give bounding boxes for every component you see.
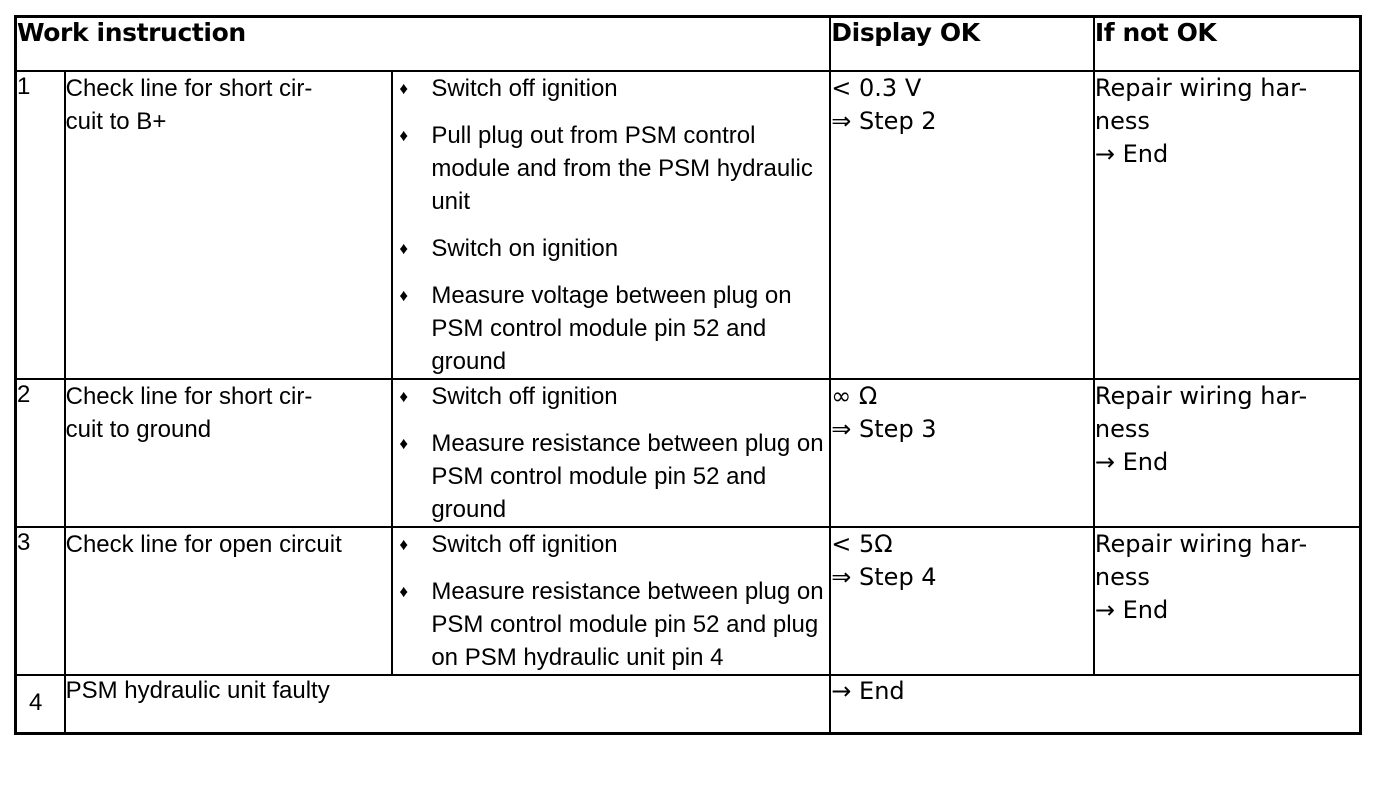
- table-row: 4 PSM hydraulic unit faulty → End: [15, 675, 1361, 734]
- action-text: Switch off ignition: [431, 531, 618, 558]
- table-row: 1 Check line for short cir- cuit to B+ ♦…: [15, 71, 1361, 380]
- step-actions: ♦ Switch off ignition ♦ Pull plug out fr…: [392, 71, 832, 380]
- list-item: ♦ Switch on ignition: [393, 232, 829, 279]
- diagnostic-procedure-table: Work instruction Display OK If not OK 1 …: [14, 15, 1362, 735]
- action-text: Measure resistance between plug on PSM c…: [431, 430, 824, 523]
- table-body: 1 Check line for short cir- cuit to B+ ♦…: [15, 71, 1361, 734]
- action-list: ♦ Switch off ignition ♦ Measure resistan…: [393, 380, 829, 526]
- diamond-bullet-icon: ♦: [399, 286, 409, 305]
- display-ok-value: < 5Ω ⇒ Step 4: [830, 527, 1095, 676]
- step-instruction: Check line for short cir- cuit to B+: [64, 71, 394, 380]
- table-header: Work instruction Display OK If not OK: [15, 16, 1361, 72]
- diamond-bullet-icon: ♦: [399, 79, 409, 98]
- list-item: ♦ Switch off ignition: [393, 528, 829, 575]
- header-display-ok: Display OK: [830, 16, 1095, 72]
- diamond-bullet-icon: ♦: [399, 434, 409, 453]
- step-instruction: Check line for short cir- cuit to ground: [64, 379, 394, 528]
- step-actions: ♦ Switch off ignition ♦ Measure resistan…: [392, 379, 832, 528]
- if-not-ok-value: Repair wiring har- ness → End: [1093, 379, 1361, 528]
- action-text: Measure resistance between plug on PSM c…: [431, 578, 824, 671]
- step-number: 1: [15, 71, 66, 380]
- list-item: ♦ Measure resistance between plug on PSM…: [393, 575, 829, 674]
- display-ok-value: ∞ Ω ⇒ Step 3: [830, 379, 1095, 528]
- action-text: Pull plug out from PSM control module an…: [431, 122, 813, 215]
- step-number: 2: [15, 379, 66, 528]
- table-row: 2 Check line for short cir- cuit to grou…: [15, 379, 1361, 528]
- diamond-bullet-icon: ♦: [399, 239, 409, 258]
- header-if-not-ok: If not OK: [1093, 16, 1361, 72]
- header-spacer-steps: [392, 16, 832, 72]
- list-item: ♦ Measure voltage between plug on PSM co…: [393, 279, 829, 378]
- diamond-bullet-icon: ♦: [399, 582, 409, 601]
- action-list: ♦ Switch off ignition ♦ Measure resistan…: [393, 528, 829, 674]
- header-row: Work instruction Display OK If not OK: [15, 16, 1361, 72]
- action-text: Switch off ignition: [431, 383, 618, 410]
- diamond-bullet-icon: ♦: [399, 387, 409, 406]
- display-ok-value: < 0.3 V ⇒ Step 2: [830, 71, 1095, 380]
- final-result-value: → End: [830, 675, 1361, 734]
- step-number: 4: [15, 675, 66, 734]
- list-item: ♦ Switch off ignition: [393, 72, 829, 119]
- list-item: ♦ Pull plug out from PSM control module …: [393, 119, 829, 232]
- action-text: Switch off ignition: [431, 75, 618, 102]
- header-work-instruction: Work instruction: [15, 16, 246, 72]
- action-text: Measure voltage between plug on PSM cont…: [431, 282, 792, 375]
- action-text: Switch on ignition: [431, 235, 619, 262]
- if-not-ok-value: Repair wiring har- ness → End: [1093, 71, 1361, 380]
- list-item: ♦ Switch off ignition: [393, 380, 829, 427]
- action-list: ♦ Switch off ignition ♦ Pull plug out fr…: [393, 72, 829, 378]
- header-spacer-instruction: [64, 16, 393, 72]
- final-diagnosis-label: PSM hydraulic unit faulty: [64, 675, 832, 734]
- step-actions: ♦ Switch off ignition ♦ Measure resistan…: [392, 527, 832, 676]
- list-item: ♦ Measure resistance between plug on PSM…: [393, 427, 829, 526]
- diamond-bullet-icon: ♦: [399, 535, 409, 554]
- diamond-bullet-icon: ♦: [399, 126, 409, 145]
- table-row: 3 Check line for open circuit ♦ Switch o…: [15, 527, 1361, 676]
- step-number: 3: [15, 527, 66, 676]
- step-instruction: Check line for open circuit: [64, 527, 394, 676]
- if-not-ok-value: Repair wiring har- ness → End: [1093, 527, 1361, 676]
